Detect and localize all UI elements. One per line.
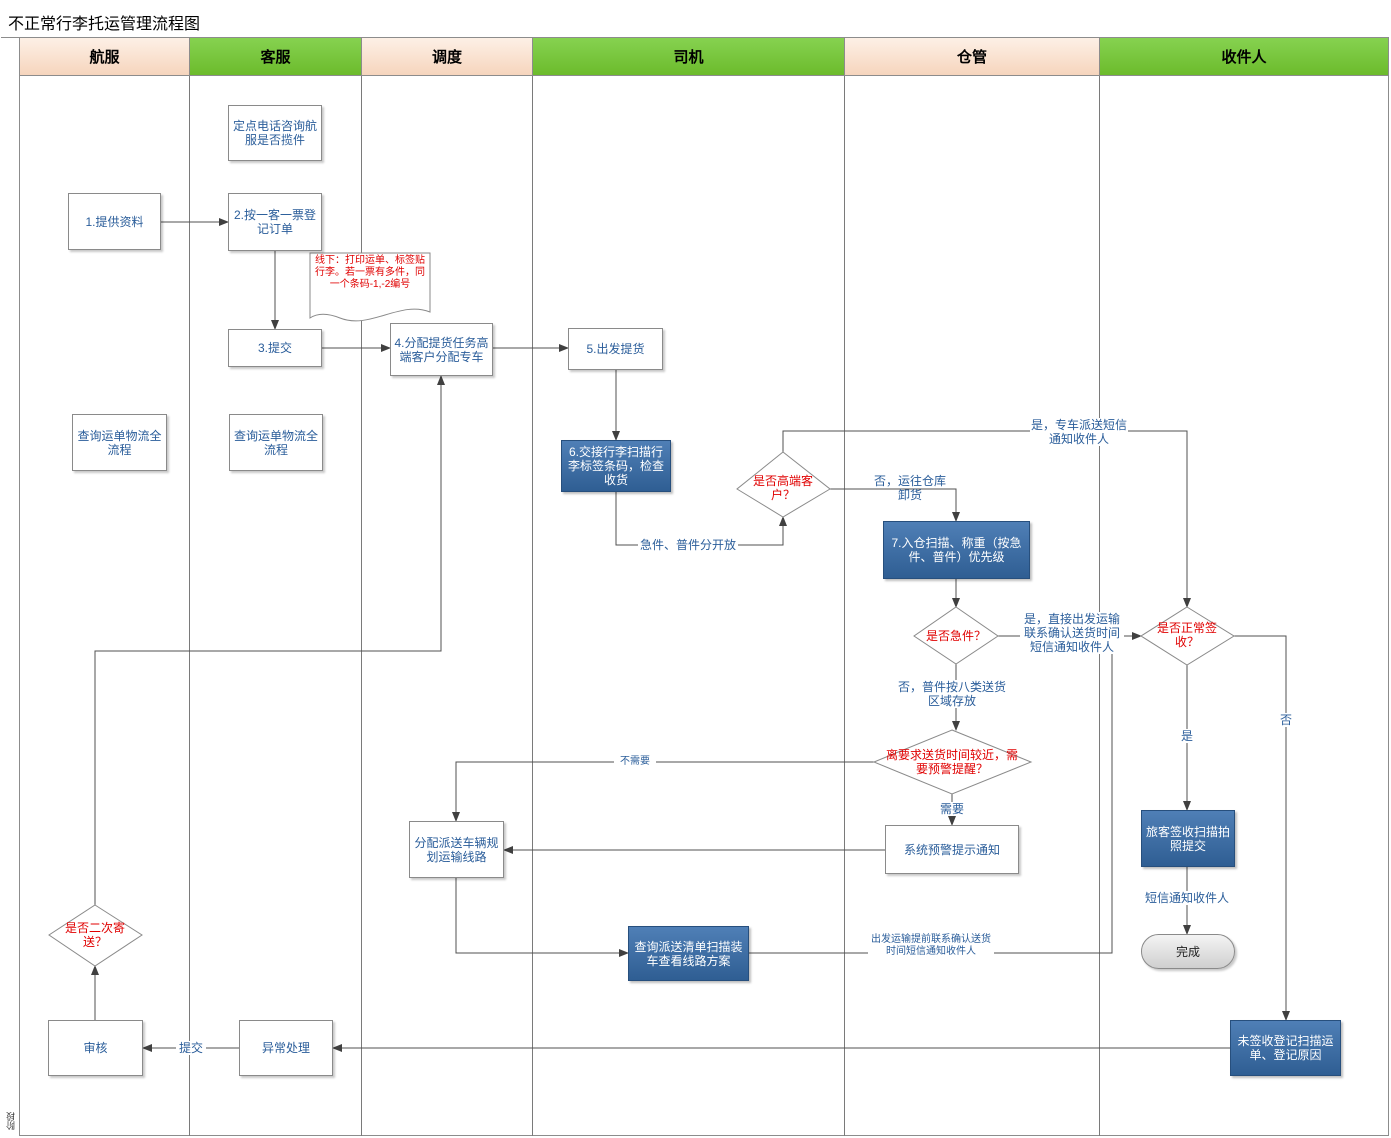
edge-resend-to-assign bbox=[94, 375, 445, 905]
lane-header-diaodu: 调度 bbox=[362, 38, 533, 76]
lane-divider bbox=[189, 76, 190, 1136]
diamond-resend bbox=[48, 904, 143, 967]
lane-header-hangfu: 航服 bbox=[20, 38, 190, 76]
node-register-order: 2.按一客一票登记订单 bbox=[228, 193, 322, 251]
edge-vip-no bbox=[830, 488, 960, 522]
decision-need-warning-text: 离要求送货时间较近，需要预警提醒？ bbox=[885, 748, 1018, 776]
offline-note-shape bbox=[309, 252, 431, 322]
edge-label-depart-transport: 出发运输提前联系确认送货时间短信通知收件人 bbox=[868, 934, 994, 958]
lane-header-kefu: 客服 bbox=[190, 38, 362, 76]
edge-label-sign-no: 否 bbox=[1277, 713, 1295, 727]
diamond-is-vip bbox=[736, 451, 831, 518]
node-warehouse-in: 7.入仓扫描、称重（按急件、普件）优先级 bbox=[883, 521, 1030, 579]
node-review: 审核 bbox=[48, 1020, 143, 1076]
node-assign-pickup: 4.分配提货任务高端客户分配专车 bbox=[390, 323, 493, 376]
edge-label-need: 需要 bbox=[934, 802, 970, 816]
edge-label-urgent-no: 否，普件按八类送货区域存放 bbox=[896, 680, 1008, 708]
edge-vehicle-to-delivery bbox=[455, 878, 629, 957]
edge-label-no-need: 不需要 bbox=[614, 756, 656, 768]
node-submit: 3.提交 bbox=[228, 329, 322, 367]
decision-resend-text: 是否二次寄送？ bbox=[64, 921, 125, 949]
edge-sign-no bbox=[1234, 635, 1290, 1021]
node-customer-sign: 旅客签收扫描拍照提交 bbox=[1141, 810, 1235, 867]
edge-vip-yes bbox=[782, 430, 1191, 608]
node-query-logistics-hangfu: 查询运单物流全流程 bbox=[72, 414, 167, 471]
lane-divider bbox=[532, 76, 533, 1136]
diamond-is-urgent bbox=[913, 606, 999, 665]
diamond-is-normal-sign bbox=[1140, 606, 1235, 666]
node-handover: 6.交接行李扫描行李标签条码，检查收货 bbox=[561, 440, 671, 492]
edge-label-vip-no: 否，运往仓库 卸货 bbox=[873, 474, 946, 502]
node-complete: 完成 bbox=[1141, 934, 1235, 969]
decision-is-urgent-text: 是否急件？ bbox=[925, 629, 986, 643]
lane-header-siji: 司机 bbox=[533, 38, 845, 76]
decision-is-normal-sign-text: 是否正常签收？ bbox=[1156, 621, 1217, 649]
node-unsigned-register: 未签收登记扫描运单、登记原因 bbox=[1230, 1020, 1341, 1076]
title-bar: 不正常行李托运管理流程图 bbox=[1, 1, 1389, 38]
edge-warning-no bbox=[452, 761, 874, 822]
decision-is-vip-text: 是否高端客户？ bbox=[752, 474, 813, 502]
stage-column: 阶段 bbox=[1, 38, 20, 1136]
diamond-need-warning bbox=[872, 729, 1033, 795]
edge-label-vip-yes: 是，专车派送短信通知收件人 bbox=[1030, 418, 1128, 446]
lane-divider bbox=[361, 76, 362, 1136]
edge-label-urgent-yes: 是，直接出发运输联系确认送货时间短信通知收件人 bbox=[1020, 612, 1124, 654]
node-provide-info: 1.提供资料 bbox=[68, 193, 161, 250]
edge-label-submit-to-review: 提交 bbox=[176, 1041, 206, 1055]
node-driver-depart: 5.出发提货 bbox=[568, 328, 663, 370]
edge-label-urgent-normal-split: 急件、普件分开放 bbox=[638, 538, 738, 552]
lane-divider bbox=[1099, 76, 1100, 1136]
node-assign-vehicle: 分配派送车辆规划运输线路 bbox=[409, 821, 504, 878]
lane-divider bbox=[844, 76, 845, 1136]
lane-header-shoujianren: 收件人 bbox=[1100, 38, 1389, 76]
node-warning-notice: 系统预警提示通知 bbox=[885, 825, 1019, 874]
node-query-logistics-kefu: 查询运单物流全流程 bbox=[229, 414, 323, 471]
edge-label-sms-notify: 短信通知收件人 bbox=[1138, 891, 1236, 905]
node-exception-handling: 异常处理 bbox=[239, 1020, 333, 1076]
page-title: 不正常行李托运管理流程图 bbox=[8, 16, 201, 33]
node-offline-note: 线下：打印运单、标签贴行李。若一票有多件，同一个条码-1,-2编号 bbox=[315, 255, 425, 290]
edge-label-sign-yes: 是 bbox=[1178, 729, 1196, 743]
node-query-delivery: 查询派送清单扫描装车查看线路方案 bbox=[628, 926, 749, 981]
node-phone-consult: 定点电话咨询航服是否揽件 bbox=[228, 105, 322, 161]
lane-header-cangguan: 仓管 bbox=[845, 38, 1100, 76]
